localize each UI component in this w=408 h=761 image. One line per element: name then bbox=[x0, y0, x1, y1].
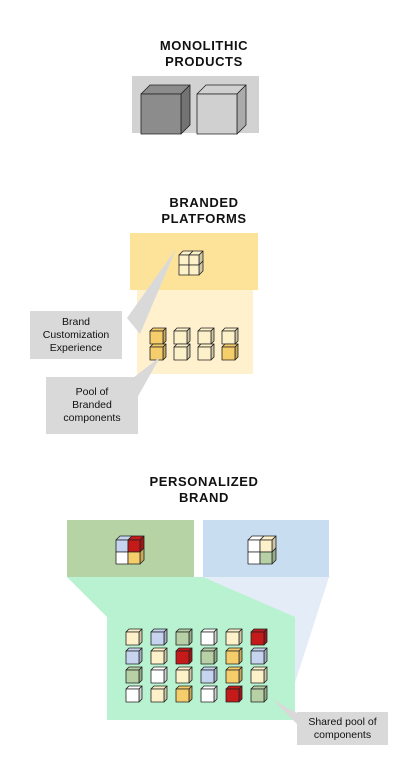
personalized-title-line2: BRAND bbox=[179, 490, 229, 505]
shared-pool-grid bbox=[125, 628, 268, 703]
branded-title-line2: PLATFORMS bbox=[161, 211, 247, 226]
shared-callout-pointer bbox=[273, 700, 297, 724]
monolithic-title-line1: MONOLITHIC bbox=[159, 38, 249, 53]
monolithic-title: MONOLITHIC PRODUCTS bbox=[0, 38, 408, 70]
branded-pool-cube-7 bbox=[197, 343, 215, 361]
branded-pool-cube-3 bbox=[197, 327, 215, 345]
branded-pool-cube-2 bbox=[173, 327, 191, 345]
shared-pool-cube-13 bbox=[125, 666, 143, 684]
brand-callout-line1: Brand bbox=[61, 315, 91, 328]
personal-brand-composite-green bbox=[115, 535, 145, 565]
shared-pool-cube-4 bbox=[200, 628, 218, 646]
shared-pool-cube-11 bbox=[225, 647, 243, 665]
pool-callout-line3: components bbox=[63, 412, 121, 424]
personalized-title: PERSONALIZED BRAND bbox=[0, 474, 408, 506]
branded-pool-cube-4 bbox=[221, 327, 239, 345]
shared-pool-cube-6 bbox=[250, 628, 268, 646]
personal-brand-cube-blue bbox=[247, 535, 277, 565]
branded-pool-cube-5 bbox=[149, 343, 167, 361]
shared-pool-cube-14 bbox=[150, 666, 168, 684]
shared-pool-cube-5 bbox=[225, 628, 243, 646]
pool-branded-callout: Pool of Branded components bbox=[46, 377, 138, 434]
pool-callout-line1: Pool of bbox=[75, 386, 109, 398]
shared-callout-line1: Shared pool of bbox=[308, 715, 377, 728]
personal-brand-composite-blue bbox=[247, 535, 277, 565]
shared-pool-callout: Shared pool of components bbox=[297, 712, 388, 745]
brand-callout-line2: Customization bbox=[42, 328, 110, 341]
shared-pool-cube-9 bbox=[175, 647, 193, 665]
shared-pool-cube-17 bbox=[225, 666, 243, 684]
shared-pool-cube-2 bbox=[150, 628, 168, 646]
shared-pool-cube-19 bbox=[125, 685, 143, 703]
shared-pool-cube-7 bbox=[125, 647, 143, 665]
dark-monolith-cube bbox=[140, 84, 191, 135]
branded-pool-cube-6 bbox=[173, 343, 191, 361]
branded-pool-grid bbox=[149, 327, 239, 361]
shared-pool-cube-10 bbox=[200, 647, 218, 665]
brand-callout-line3: Experience bbox=[49, 341, 103, 354]
brand-customization-callout: Brand Customization Experience bbox=[30, 311, 122, 359]
monolithic-title-line2: PRODUCTS bbox=[165, 54, 243, 69]
shared-pool-cube-12 bbox=[250, 647, 268, 665]
shared-pool-cube-1 bbox=[125, 628, 143, 646]
personalized-title-line1: PERSONALIZED bbox=[149, 474, 259, 489]
shared-pool-cube-15 bbox=[175, 666, 193, 684]
brand-platform-composite bbox=[178, 250, 204, 276]
dark-monolith-cube-body bbox=[140, 84, 191, 135]
shared-pool-cube-20 bbox=[150, 685, 168, 703]
light-monolith-cube bbox=[196, 84, 247, 135]
shared-callout-line2: components bbox=[313, 728, 372, 741]
pool-callout-line2: Branded bbox=[72, 399, 112, 411]
light-monolith-cube-body bbox=[196, 84, 247, 135]
branded-title-line1: BRANDED bbox=[169, 195, 239, 210]
shared-pool-cube-24 bbox=[250, 685, 268, 703]
branded-title: BRANDED PLATFORMS bbox=[0, 195, 408, 227]
shared-pool-cube-23 bbox=[225, 685, 243, 703]
shared-pool-cube-3 bbox=[175, 628, 193, 646]
shared-pool-cube-16 bbox=[200, 666, 218, 684]
branded-pool-cube-8 bbox=[221, 343, 239, 361]
personal-brand-cube-green bbox=[115, 535, 145, 565]
branded-pool-cube-1 bbox=[149, 327, 167, 345]
brand-platform-cube bbox=[178, 250, 204, 276]
shared-pool-cube-21 bbox=[175, 685, 193, 703]
brand-callout-pointer bbox=[127, 249, 176, 334]
shared-pool-cube-22 bbox=[200, 685, 218, 703]
shared-pool-cube-8 bbox=[150, 647, 168, 665]
shared-pool-cube-18 bbox=[250, 666, 268, 684]
